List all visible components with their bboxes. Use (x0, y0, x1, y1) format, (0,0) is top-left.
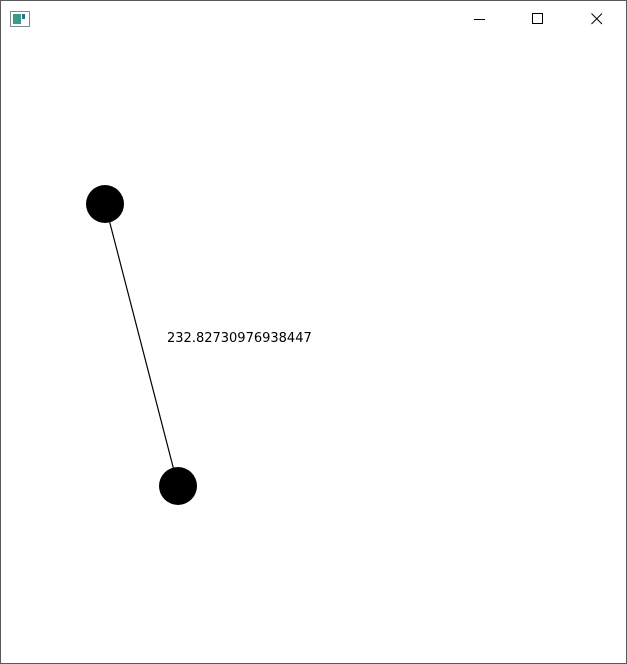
title-bar[interactable] (1, 1, 626, 37)
close-button[interactable] (568, 1, 626, 37)
maximize-icon (532, 10, 544, 29)
node-top[interactable] (86, 185, 124, 223)
close-icon (591, 10, 603, 29)
minimize-button[interactable] (451, 1, 509, 37)
minimize-icon (474, 10, 486, 29)
connecting-edge (104, 203, 179, 487)
maximize-button[interactable] (509, 1, 567, 37)
app-window-icon (10, 11, 30, 27)
node-bottom[interactable] (159, 467, 197, 505)
distance-label: 232.82730976938447 (167, 331, 312, 346)
